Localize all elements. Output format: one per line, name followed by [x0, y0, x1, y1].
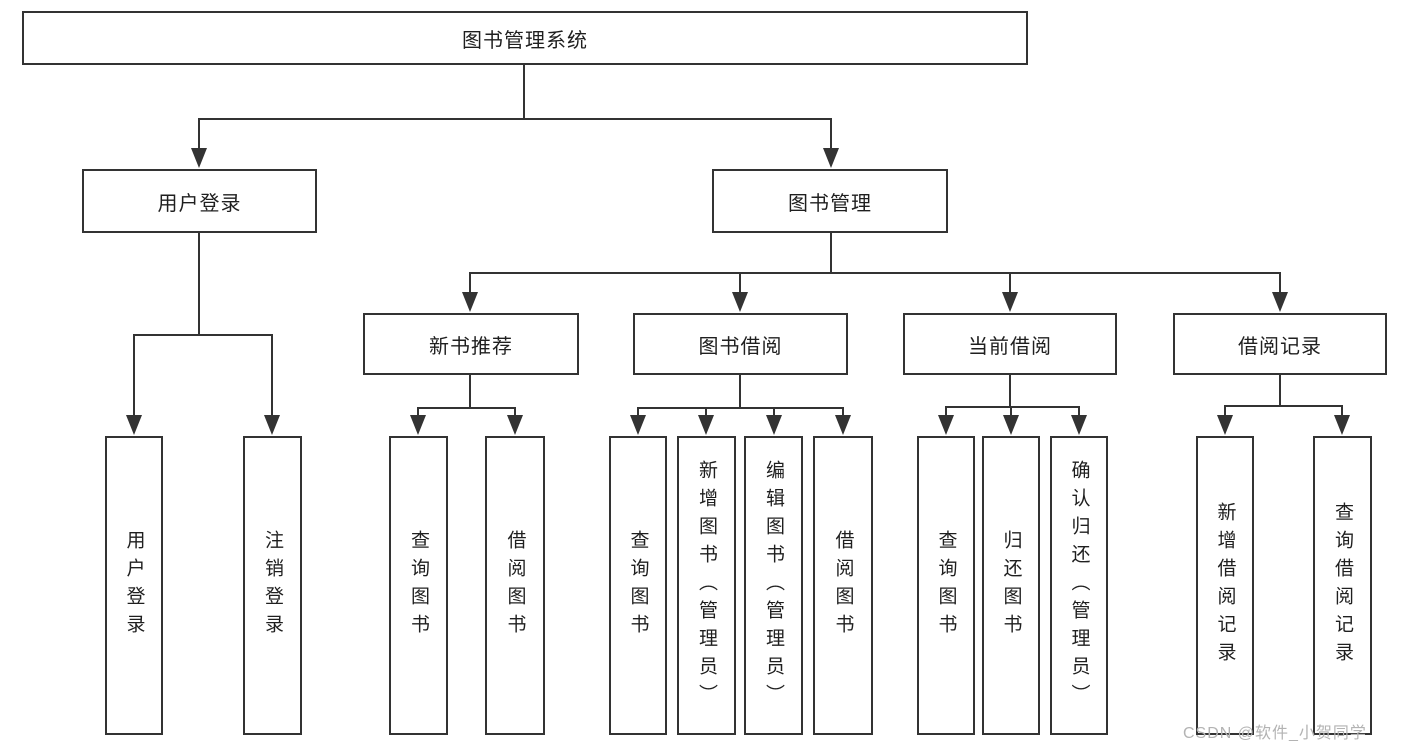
arrow-down-icon: [698, 415, 714, 435]
connector-borrow-record-to-leaves: [1224, 375, 1343, 417]
leaf-add-book-admin-label: 新增图书（管理员）: [696, 459, 717, 712]
arrow-down-icon: [191, 148, 207, 168]
node-borrow-record: 借阅记录: [1173, 313, 1387, 375]
leaf-query-book-1: 查询图书: [389, 436, 448, 735]
node-book-management: 图书管理: [712, 169, 948, 233]
connector-current-borrow-to-leaves: [945, 375, 1080, 417]
arrow-down-icon: [507, 415, 523, 435]
arrow-down-icon: [938, 415, 954, 435]
node-borrow-record-label: 借阅记录: [1238, 335, 1322, 358]
leaf-logout-label: 注销登录: [262, 529, 283, 642]
arrow-down-icon: [1272, 292, 1288, 312]
arrow-down-icon: [1217, 415, 1233, 435]
leaf-add-borrow-record: 新增借阅记录: [1196, 436, 1254, 735]
connector-book-borrow-to-leaves: [637, 375, 844, 417]
node-new-book-recommend-label: 新书推荐: [429, 335, 513, 358]
connector-user-login-to-leaves: [133, 233, 273, 417]
leaf-confirm-return-admin-label: 确认归还（管理员）: [1068, 459, 1090, 712]
node-book-borrow-label: 图书借阅: [698, 335, 783, 358]
arrow-down-icon: [1002, 292, 1018, 312]
arrow-down-icon: [732, 292, 748, 312]
node-user-login: 用户登录: [82, 169, 317, 233]
leaf-query-book-1-label: 查询图书: [408, 529, 429, 642]
arrow-down-icon: [630, 415, 646, 435]
connector-book-mgmt-to-level3: [469, 233, 1281, 294]
leaf-edit-book-admin-label: 编辑图书（管理员）: [763, 459, 784, 712]
leaf-add-book-admin: 新增图书（管理员）: [677, 436, 736, 735]
arrow-down-icon: [264, 415, 280, 435]
leaf-add-borrow-record-label: 新增借阅记录: [1214, 501, 1236, 670]
arrow-down-icon: [766, 415, 782, 435]
leaf-logout: 注销登录: [243, 436, 302, 735]
node-new-book-recommend: 新书推荐: [363, 313, 579, 375]
leaf-confirm-return-admin: 确认归还（管理员）: [1050, 436, 1108, 735]
leaf-user-login-label: 用户登录: [123, 529, 145, 642]
leaf-borrow-book-1-label: 借阅图书: [504, 529, 526, 642]
arrow-down-icon: [1071, 415, 1087, 435]
arrow-down-icon: [1334, 415, 1350, 435]
node-root: 图书管理系统: [22, 11, 1028, 65]
connector-root-to-level2: [198, 65, 832, 150]
leaf-query-borrow-record: 查询借阅记录: [1313, 436, 1372, 735]
node-user-login-label: 用户登录: [157, 192, 242, 215]
node-current-borrow-label: 当前借阅: [968, 335, 1052, 358]
arrow-down-icon: [823, 148, 839, 168]
leaf-query-borrow-record-label: 查询借阅记录: [1332, 501, 1353, 670]
arrow-down-icon: [462, 292, 478, 312]
arrow-down-icon: [126, 415, 142, 435]
leaf-return-book: 归还图书: [982, 436, 1040, 735]
arrow-down-icon: [1003, 415, 1019, 435]
leaf-borrow-book-2-label: 借阅图书: [832, 529, 854, 642]
leaf-borrow-book-2: 借阅图书: [813, 436, 873, 735]
leaf-query-book-3-label: 查询图书: [935, 529, 957, 642]
node-root-label: 图书管理系统: [462, 29, 588, 52]
leaf-query-book-3: 查询图书: [917, 436, 975, 735]
leaf-borrow-book-1: 借阅图书: [485, 436, 545, 735]
node-current-borrow: 当前借阅: [903, 313, 1117, 375]
leaf-return-book-label: 归还图书: [1000, 529, 1022, 642]
arrow-down-icon: [835, 415, 851, 435]
arrow-down-icon: [410, 415, 426, 435]
node-book-borrow: 图书借阅: [633, 313, 848, 375]
leaf-user-login: 用户登录: [105, 436, 163, 735]
csdn-watermark: CSDN @软件_小贺同学: [1183, 725, 1367, 742]
leaf-query-book-2-label: 查询图书: [627, 529, 649, 642]
leaf-query-book-2: 查询图书: [609, 436, 667, 735]
node-book-management-label: 图书管理: [788, 192, 872, 215]
connector-new-book-to-leaves: [417, 375, 516, 417]
leaf-edit-book-admin: 编辑图书（管理员）: [744, 436, 803, 735]
